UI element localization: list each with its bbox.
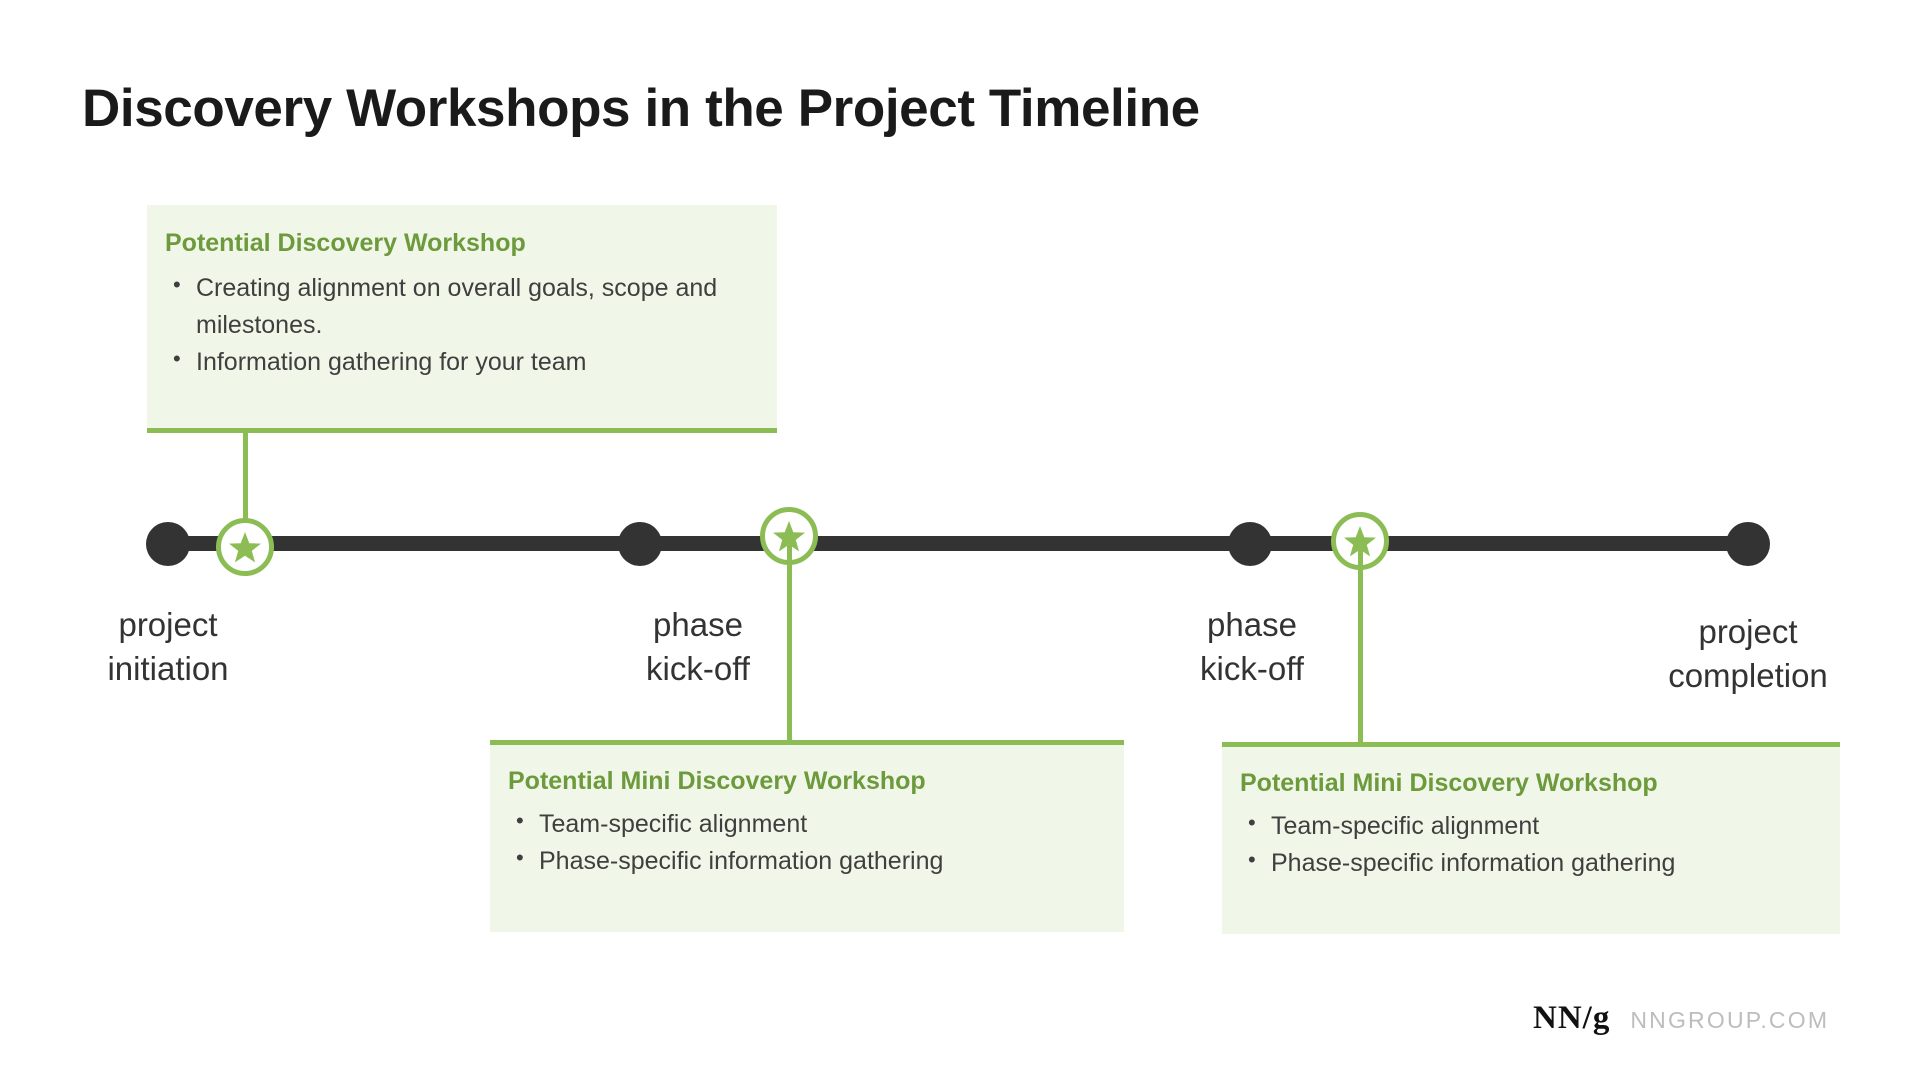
list-item: Creating alignment on overall goals, sco… — [165, 269, 759, 344]
callout-bullet-list: Team-specific alignment Phase-specific i… — [508, 805, 1106, 880]
milestone-dot-phase-kick-off-2 — [1228, 522, 1272, 566]
callout-bullet-list: Creating alignment on overall goals, sco… — [165, 269, 759, 381]
nng-domain-text: NNGROUP.COM — [1630, 1007, 1830, 1033]
list-item: Phase-specific information gathering — [508, 842, 1106, 880]
nng-logo: NN/g NNGROUP.COM — [1533, 1000, 1829, 1037]
list-item: Information gathering for your team — [165, 343, 759, 381]
milestone-dot-phase-kick-off-1 — [618, 522, 662, 566]
milestone-label-phase-kick-off-1: phase kick-off — [646, 606, 750, 687]
list-item: Team-specific alignment — [1240, 807, 1822, 845]
nng-wordmark: NN/g — [1533, 1000, 1611, 1036]
workshop-star-icon-1 — [216, 518, 274, 576]
milestone-dot-project-completion — [1726, 522, 1770, 566]
page-title: Discovery Workshops in the Project Timel… — [82, 79, 1200, 138]
callout-potential-mini-discovery-workshop-2: Potential Mini Discovery Workshop Team-s… — [1222, 742, 1840, 934]
connector-stem-1 — [243, 433, 248, 526]
callout-potential-discovery-workshop: Potential Discovery Workshop Creating al… — [147, 205, 777, 433]
callout-title: Potential Mini Discovery Workshop — [508, 767, 926, 795]
list-item: Phase-specific information gathering — [1240, 844, 1822, 882]
milestone-label-project-initiation: project initiation — [107, 606, 229, 687]
connector-stem-3 — [1358, 550, 1363, 746]
milestone-label-project-completion: project completion — [1668, 613, 1828, 694]
timeline-rail — [168, 536, 1750, 551]
callout-title: Potential Mini Discovery Workshop — [1240, 769, 1658, 797]
milestone-dot-project-initiation — [146, 522, 190, 566]
list-item: Team-specific alignment — [508, 805, 1106, 843]
callout-potential-mini-discovery-workshop-1: Potential Mini Discovery Workshop Team-s… — [490, 740, 1124, 932]
connector-stem-2 — [787, 545, 792, 745]
callout-title: Potential Discovery Workshop — [165, 229, 526, 257]
callout-bullet-list: Team-specific alignment Phase-specific i… — [1240, 807, 1822, 882]
milestone-label-phase-kick-off-2: phase kick-off — [1200, 606, 1304, 687]
